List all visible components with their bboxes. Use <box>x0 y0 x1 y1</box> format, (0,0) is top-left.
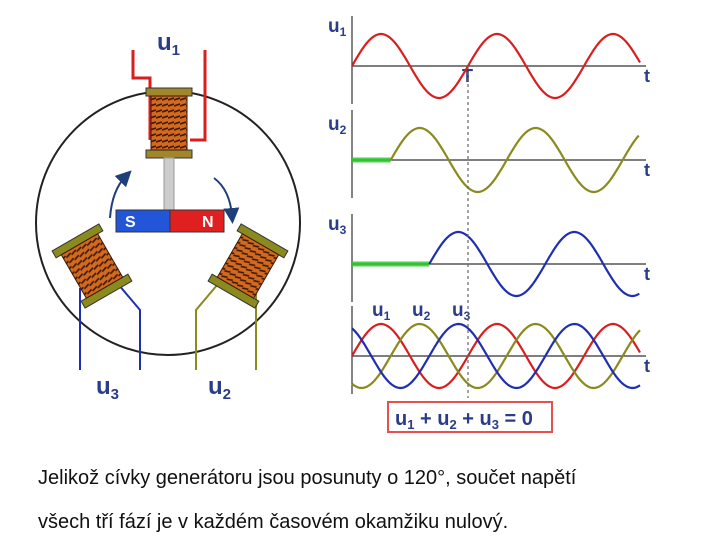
coil-u2 <box>195 223 289 370</box>
chart-4-legend-u3: u3 <box>452 300 471 323</box>
coil-u1-flange-top <box>145 87 193 97</box>
coil-u1-wire-left <box>131 50 152 140</box>
sum-box-frame <box>387 401 553 433</box>
chart-4-series-u2 <box>351 322 641 390</box>
coil-u3 <box>51 223 141 370</box>
coil-u3-winding <box>60 233 124 299</box>
magnet-south-label: S <box>125 214 136 231</box>
magnet-north-label: N <box>202 214 214 231</box>
chart-4-x-label: t <box>644 356 650 376</box>
caption-line-2: všech tří fází je v každém časovém okamž… <box>38 511 509 533</box>
chart-1-period-label: T <box>462 66 473 86</box>
rotation-arrow-left-icon <box>109 170 132 219</box>
chart-4-legend-u1: u1 <box>372 300 391 323</box>
coil-u3-wire-right <box>117 283 141 370</box>
chart-2-x-label: t <box>644 160 650 180</box>
chart-1-series-u1 <box>351 32 641 100</box>
coil-u1 <box>131 50 207 211</box>
coil-label-u1: u1 <box>157 29 180 59</box>
rotor-magnet: S N <box>115 209 225 233</box>
chart-2-y-label: u2 <box>328 114 347 137</box>
coil-u2-wire-left <box>195 283 219 370</box>
coil-u2-winding <box>216 233 280 299</box>
coil-label-u2: u2 <box>208 373 231 403</box>
sum-equation-box: u1 + u2 + u3 = 0 <box>387 401 553 433</box>
chart-1-y-label: u1 <box>328 16 347 39</box>
caption: Jelikož cívky generátoru jsou posunuty o… <box>38 456 698 544</box>
chart-1-x-label: t <box>644 66 650 86</box>
chart-3-x-label: t <box>644 264 650 284</box>
coil-u1-core <box>163 157 175 211</box>
coil-label-u3: u3 <box>96 373 119 403</box>
rotation-arrow-right-icon <box>213 177 240 224</box>
caption-line-1: Jelikož cívky generátoru jsou posunuty o… <box>38 467 577 489</box>
chart-3-y-label: u3 <box>328 214 347 237</box>
chart-2-series-u2 <box>389 126 640 194</box>
coil-u1-wire-right <box>190 50 207 142</box>
chart-3-series-u3 <box>428 230 640 298</box>
coil-u1-flange-bottom <box>145 149 193 159</box>
magnet-north-pole <box>169 209 225 233</box>
coil-u1-winding <box>150 95 188 151</box>
chart-4-series-u3 <box>351 322 641 390</box>
sum-equation: u1 + u2 + u3 = 0 <box>395 408 533 432</box>
chart-4-legend-u2: u2 <box>412 300 431 323</box>
